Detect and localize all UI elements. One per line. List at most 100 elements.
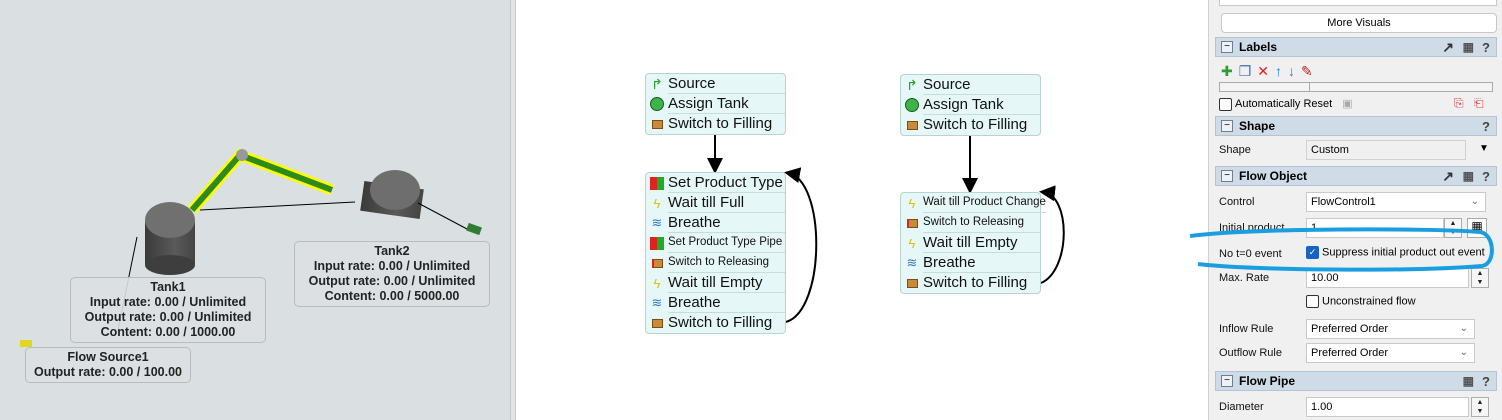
activity-label: Breathe [923, 253, 1040, 273]
flow-source-model[interactable] [20, 340, 32, 347]
activity[interactable]: Assign Tank [901, 95, 1040, 115]
activity[interactable]: Switch to Filling [646, 313, 785, 333]
auto-reset-label: Automatically Reset [1235, 98, 1333, 110]
activity[interactable]: Switch to Releasing [901, 213, 1040, 233]
collapse-icon[interactable]: − [1221, 375, 1233, 387]
activity[interactable]: Switch to Filling [646, 114, 785, 134]
pointer-icon[interactable]: ↗ [1442, 167, 1454, 184]
activity[interactable]: Set Product Type Pipe [646, 233, 785, 253]
partial-fields-row[interactable] [1219, 0, 1497, 6]
more-visuals-button[interactable]: More Visuals [1221, 13, 1497, 33]
settings-icon[interactable]: ▦ [1462, 40, 1474, 54]
activity[interactable]: ≋Breathe [646, 213, 785, 233]
section-title: Flow Object [1239, 169, 1308, 183]
max-rate-field[interactable]: 10.00 [1306, 268, 1469, 288]
pointer-icon[interactable]: ↗ [1442, 38, 1454, 55]
shape-section-header[interactable]: −Shape? [1215, 116, 1497, 136]
switch-icon [904, 275, 920, 291]
activity[interactable]: Assign Tank [646, 94, 785, 114]
activity-label: Switch to Filling [668, 314, 773, 331]
source-name: Flow Source1 [67, 350, 149, 364]
delete-icon[interactable]: ✕ [1257, 63, 1276, 79]
diameter-spinner[interactable]: ▲▼ [1471, 397, 1489, 417]
auto-reset-checkbox[interactable] [1219, 97, 1232, 111]
flow-sink-model[interactable] [466, 222, 482, 236]
shape-label: Shape [1219, 144, 1251, 156]
tank-name: Tank1 [150, 280, 186, 294]
add-icon[interactable]: ✚ [1221, 63, 1239, 79]
activity[interactable]: ≋Breathe [646, 293, 785, 313]
wait-icon: ϟ [908, 235, 916, 251]
no-t0-event-label: No t=0 event [1219, 248, 1282, 260]
activity-label: Switch to Releasing [923, 213, 1040, 233]
duplicate-icon[interactable]: ❐ [1238, 63, 1258, 79]
activity[interactable]: Switch to Filling [901, 115, 1040, 135]
help-icon[interactable]: ? [1482, 39, 1490, 55]
inflow-value: Preferred Order [1311, 323, 1389, 335]
unconstrained-checkbox[interactable] [1306, 295, 1319, 308]
3d-scene[interactable] [0, 0, 510, 420]
settings-icon[interactable]: ▦ [1462, 374, 1474, 388]
collapse-icon[interactable]: − [1221, 170, 1233, 182]
initial-product-spinner[interactable]: ▲▼ [1444, 218, 1462, 238]
shape-select[interactable]: Custom [1306, 140, 1466, 160]
splitter[interactable] [510, 0, 516, 420]
paste-labels-icon[interactable]: ⎗ [1474, 96, 1484, 110]
labels-table[interactable] [1219, 82, 1493, 92]
auto-reset-row: Automatically Reset ▣ [1219, 97, 1353, 111]
inflow-rule-select[interactable]: Preferred Order⌄ [1306, 319, 1475, 339]
flow-source-label: Flow Source1 Output rate: 0.00 / 100.00 [25, 347, 191, 383]
collapse-icon[interactable]: − [1221, 41, 1233, 53]
labels-section-header[interactable]: −Labels↗▦? [1215, 37, 1497, 57]
flow-object-section-header[interactable]: −Flow Object ↗ ▦? [1215, 166, 1497, 186]
activity[interactable]: Switch to Releasing [646, 253, 785, 273]
control-select[interactable]: FlowControl1⌄ [1306, 192, 1486, 212]
content: Content: 0.00 / 1000.00 [100, 325, 236, 339]
flow-pipe-section-header[interactable]: −Flow Pipe▦? [1215, 371, 1497, 391]
flow-pipe-model[interactable] [187, 148, 334, 214]
activity-label: Set Product Type [668, 173, 785, 193]
chevron-down-icon[interactable]: ▼ [1479, 143, 1489, 154]
pin-icon[interactable]: ✎ [1301, 63, 1319, 79]
tank2-model[interactable] [360, 170, 424, 220]
activity-label: Assign Tank [923, 95, 1040, 115]
tank1-label: Tank1 Input rate: 0.00 / Unlimited Outpu… [70, 277, 266, 343]
activity[interactable]: ↱ Source [901, 75, 1040, 95]
save-icon[interactable]: ▣ [1342, 98, 1353, 110]
help-icon[interactable]: ? [1482, 373, 1490, 389]
collapse-icon[interactable]: − [1221, 120, 1233, 132]
move-up-icon[interactable]: ↑ [1275, 63, 1289, 79]
activity-label: Wait till Empty [668, 273, 785, 293]
tank1-model[interactable] [145, 202, 195, 275]
activity[interactable]: ↱Source [646, 74, 785, 94]
activity[interactable]: ≋ Breathe [901, 253, 1040, 273]
breathe-icon: ≋ [651, 215, 663, 230]
help-icon[interactable]: ? [1482, 118, 1490, 134]
copy-labels-icon[interactable]: ⎘ [1454, 96, 1464, 110]
activity[interactable]: Set Product Type [646, 173, 785, 193]
activity[interactable]: Switch to Filling [901, 273, 1040, 293]
help-icon[interactable]: ? [1482, 168, 1490, 184]
source-icon: ↱ [906, 76, 918, 93]
breathe-icon: ≋ [906, 255, 918, 270]
3d-model-view[interactable]: Tank1 Input rate: 0.00 / Unlimited Outpu… [0, 0, 510, 420]
activity-label: Source [923, 75, 1040, 95]
settings-icon[interactable]: ▦ [1462, 169, 1474, 183]
output-rate: Output rate: 0.00 / Unlimited [84, 310, 252, 324]
activity-label: Breathe [668, 293, 785, 313]
outflow-rule-select[interactable]: Preferred Order⌄ [1306, 343, 1475, 363]
set-product-icon [649, 175, 665, 191]
suppress-checkbox[interactable]: ✓ [1306, 246, 1319, 259]
move-down-icon[interactable]: ↓ [1288, 63, 1302, 79]
max-rate-spinner[interactable]: ▲▼ [1471, 268, 1489, 288]
diameter-field[interactable]: 1.00 [1306, 397, 1469, 417]
